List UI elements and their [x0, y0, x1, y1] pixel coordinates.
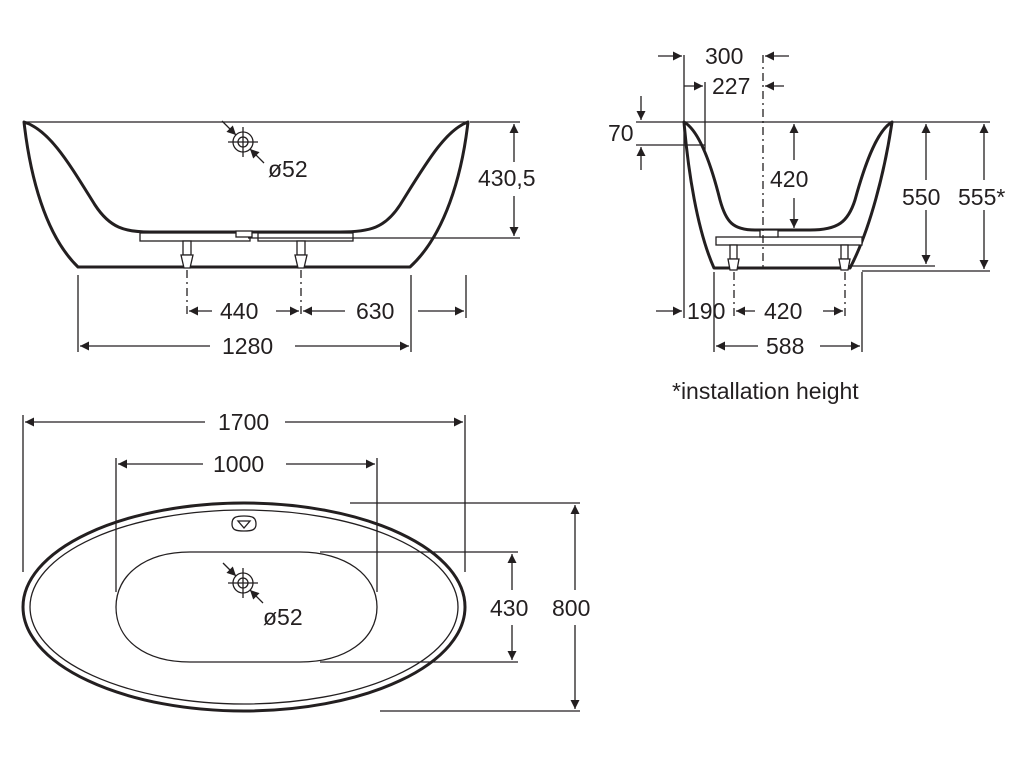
end-view-height-label: 550 — [902, 184, 940, 210]
side-view: ø52 430,5 440 630 1280 — [22, 120, 536, 359]
side-view-drain-label: ø52 — [268, 156, 308, 182]
end-view-frame — [715, 236, 863, 246]
top-view-basin-width-label: 430 — [490, 595, 528, 621]
end-view-top-inner-label: 227 — [712, 73, 750, 99]
side-view-frame-left — [139, 232, 251, 242]
top-view-overflow-icon — [231, 515, 257, 532]
top-view-drain-label: ø52 — [263, 604, 303, 630]
end-view-foot-right — [838, 244, 851, 271]
end-view-top-outer-label: 300 — [705, 43, 743, 69]
top-view-rim-inner — [29, 509, 459, 705]
side-view-overflow-symbol — [221, 120, 265, 164]
end-view: 300 227 70 420 550 555* 190 420 588 — [608, 43, 1005, 359]
top-view: ø52 1700 1000 430 800 — [21, 409, 590, 713]
end-view-foot-left — [727, 244, 740, 271]
end-view-drain-body — [759, 229, 779, 238]
side-view-foot-right — [294, 240, 308, 269]
top-view-width-label: 800 — [552, 595, 590, 621]
installation-height-footnote: *installation height — [672, 378, 859, 404]
top-view-tub-outline — [21, 501, 467, 713]
side-view-frame-right — [257, 232, 354, 242]
end-view-tub-outline — [682, 120, 894, 270]
end-view-feet-span-label: 420 — [764, 298, 802, 324]
side-view-feet-right-label: 630 — [356, 298, 394, 324]
side-view-base-length-label: 1280 — [222, 333, 273, 359]
top-view-length-label: 1700 — [218, 409, 269, 435]
end-view-installation-height-label: 555* — [958, 184, 1005, 210]
top-view-drain-symbol — [222, 562, 264, 604]
top-view-basin-outline — [115, 551, 378, 663]
side-view-tub-outline — [22, 120, 470, 269]
end-view-base-width-label: 588 — [766, 333, 804, 359]
top-view-basin-length-label: 1000 — [213, 451, 264, 477]
end-view-left-offset-label: 190 — [687, 298, 725, 324]
side-view-drain-body — [235, 230, 253, 238]
side-view-height-label: 430,5 — [478, 165, 536, 191]
side-view-foot-left — [180, 240, 194, 269]
end-view-rim-label: 70 — [608, 120, 634, 146]
end-view-depth-label: 420 — [770, 166, 808, 192]
side-view-feet-left-label: 440 — [220, 298, 258, 324]
